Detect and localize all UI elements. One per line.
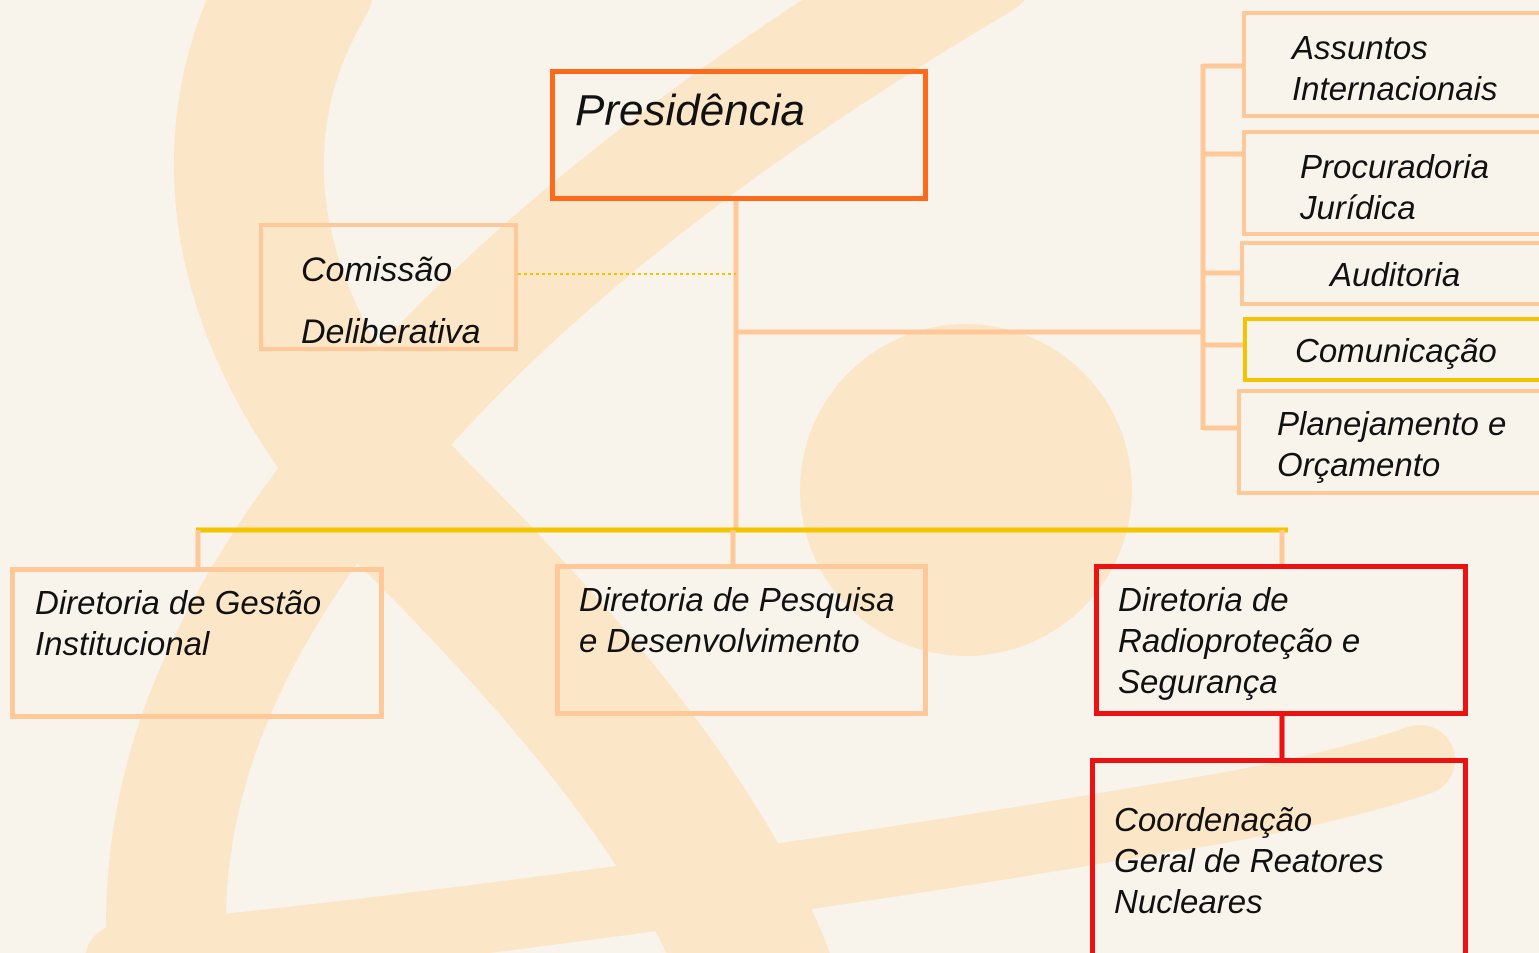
watermark-orbit-bottom xyxy=(85,725,1455,953)
diretoria-pesquisa-box: Diretoria de Pesquisa e Desenvolvimento xyxy=(555,564,928,716)
coordenacao-label-line1: Coordenação xyxy=(1114,801,1313,838)
planejamento-label-line1: Planejamento e xyxy=(1277,405,1507,442)
radio-label-line2: Radioproteção e xyxy=(1118,622,1361,659)
pesquisa-label-line2: e Desenvolvimento xyxy=(579,622,860,659)
coordenacao-reatores-box: Coordenação Geral de Reatores Nucleares xyxy=(1090,758,1468,953)
watermark-orbit-left xyxy=(173,0,830,953)
comissao-label-line1: Comissão xyxy=(301,251,453,289)
assuntos-label-line1: Assuntos xyxy=(1292,29,1428,66)
coordenacao-label-line2: Geral de Reatores xyxy=(1114,842,1384,879)
assuntos-internacionais-box: Assuntos Internacionais xyxy=(1242,11,1539,118)
pesquisa-label-line1: Diretoria de Pesquisa xyxy=(579,581,895,618)
coordenacao-label-line3: Nucleares xyxy=(1114,883,1263,920)
watermark-orbit-diagonal xyxy=(105,0,1025,953)
gestao-label-line1: Diretoria de Gestão xyxy=(35,584,322,621)
presidencia-label: Presidência xyxy=(575,86,805,135)
comunicacao-label: Comunicação xyxy=(1295,332,1497,369)
radio-label-line3: Segurança xyxy=(1118,663,1278,700)
procuradoria-label-line1: Procuradoria xyxy=(1300,148,1489,185)
assuntos-label-line2: Internacionais xyxy=(1292,70,1498,107)
diretoria-gestao-box: Diretoria de Gestão Institucional xyxy=(10,567,384,719)
auditoria-label: Auditoria xyxy=(1330,256,1461,293)
auditoria-box: Auditoria xyxy=(1240,241,1539,306)
procuradoria-juridica-box: Procuradoria Jurídica xyxy=(1242,130,1539,236)
planejamento-label-line2: Orçamento xyxy=(1277,446,1441,483)
presidencia-box: Presidência xyxy=(550,69,928,201)
gestao-label-line2: Institucional xyxy=(35,625,210,662)
diretoria-radioprotecao-box: Diretoria de Radioproteção e Segurança xyxy=(1094,564,1468,716)
planejamento-orcamento-box: Planejamento e Orçamento xyxy=(1237,389,1539,495)
radio-label-line1: Diretoria de xyxy=(1118,581,1289,618)
watermark-nucleus xyxy=(800,324,1132,656)
procuradoria-label-line2: Jurídica xyxy=(1300,189,1416,226)
comissao-label-line2: Deliberativa xyxy=(301,313,481,351)
comunicacao-box: Comunicação xyxy=(1243,317,1539,382)
comissao-deliberativa-box: Comissão Deliberativa xyxy=(259,223,518,351)
